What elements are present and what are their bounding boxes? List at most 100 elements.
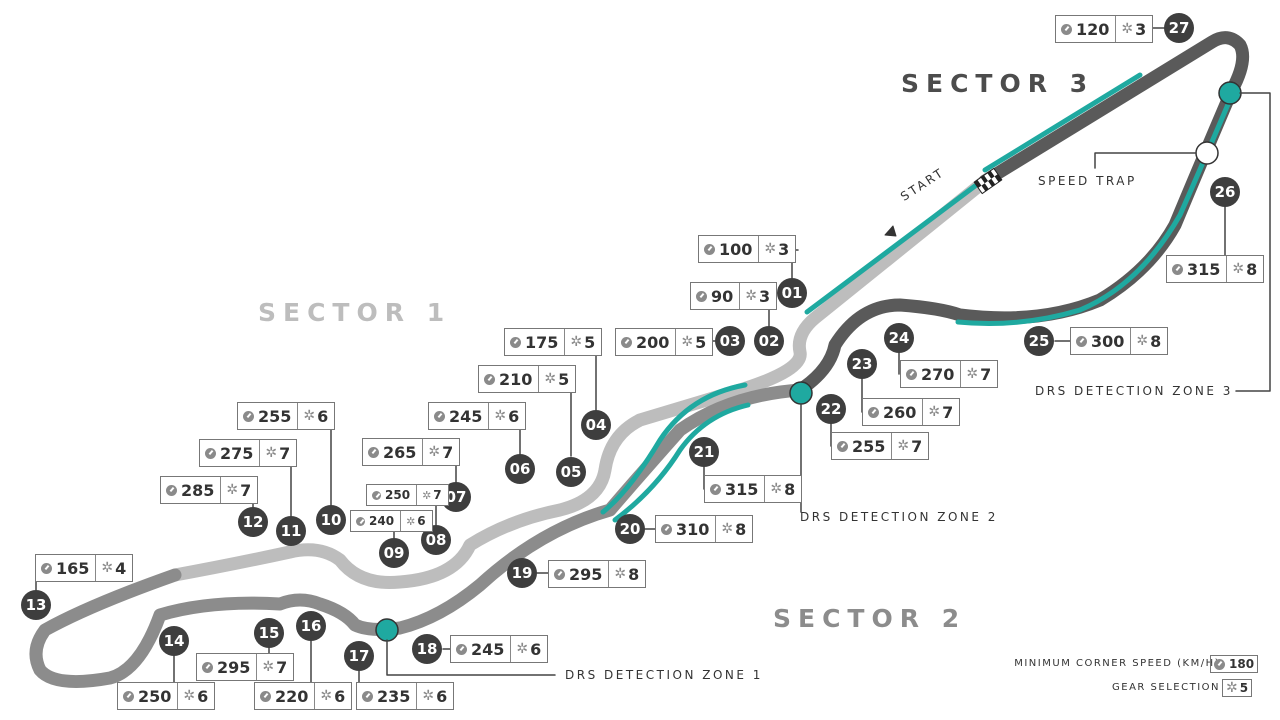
gear-icon: ✲: [320, 688, 333, 704]
turn-17-marker: 17: [344, 641, 374, 671]
gear-value: 7: [240, 480, 252, 500]
gear-value: 8: [1246, 259, 1258, 279]
legend-speed-label: MINIMUM CORNER SPEED (KM/H): [1014, 658, 1220, 669]
legend-speed-value: 180: [1229, 657, 1255, 671]
speedometer-icon: [260, 690, 271, 702]
sector-1-label: SECTOR 1: [258, 298, 452, 327]
speedometer-icon: [123, 690, 134, 702]
turn-26-marker: 26: [1210, 177, 1240, 207]
min-speed-value: 210: [499, 369, 533, 389]
legend-gear-label: GEAR SELECTION: [1112, 682, 1220, 693]
gear-value: 8: [628, 564, 640, 584]
corner-23-info: 260✲7: [862, 398, 961, 426]
gear-value: 5: [584, 332, 596, 352]
gear-icon: ✲: [303, 408, 316, 424]
turn-15-marker: 15: [254, 618, 284, 648]
gear-value: 6: [508, 406, 520, 426]
turn-09-marker: 09: [379, 538, 409, 568]
turn-22-marker: 22: [816, 394, 846, 424]
gear-icon: ✲: [966, 366, 979, 382]
turn-12-marker: 12: [238, 507, 268, 537]
turn-14-marker: 14: [159, 626, 189, 656]
gear-icon: ✲: [1232, 261, 1245, 277]
min-speed-value: 250: [385, 488, 411, 502]
gear-value: 6: [317, 406, 329, 426]
corner-08-info: 250✲7: [366, 484, 449, 506]
gear-icon: ✲: [745, 288, 757, 304]
min-speed-value: 235: [377, 686, 411, 706]
gear-value: 8: [735, 519, 747, 539]
corner-13-info: 165✲4: [35, 554, 134, 582]
min-speed-value: 165: [56, 558, 90, 578]
drs-zone-back: [955, 92, 1235, 326]
corner-17-info: 235✲6: [356, 682, 455, 710]
speedometer-icon: [837, 440, 848, 452]
corner-01-info: 100✲3: [698, 235, 797, 263]
corner-25-info: 300✲8: [1070, 327, 1169, 355]
speedometer-icon: [484, 373, 495, 385]
gear-value: 6: [436, 686, 448, 706]
corner-05-info: 210✲5: [478, 365, 577, 393]
corner-09-info: 240✲6: [350, 510, 433, 532]
corner-07-info: 265✲7: [362, 438, 461, 466]
turn-11-marker: 11: [276, 516, 306, 546]
min-speed-value: 175: [525, 332, 559, 352]
gear-icon: ✲: [262, 659, 275, 675]
speedometer-icon: [1076, 335, 1087, 347]
drs-zone-mid: [612, 402, 751, 523]
speedometer-icon: [1061, 23, 1072, 35]
corner-24-info: 270✲7: [900, 360, 999, 388]
turn-23-marker: 23: [847, 349, 877, 379]
turn-04-marker: 04: [581, 410, 611, 440]
speedometer-icon: [368, 446, 379, 458]
speedometer-icon: [510, 336, 521, 348]
corner-16-info: 220✲6: [254, 682, 353, 710]
gear-icon: ✲: [265, 445, 278, 461]
corner-15-info: 295 ✲7: [196, 653, 295, 681]
turn-18-marker: 18: [412, 634, 442, 664]
speedometer-icon: [1172, 263, 1183, 275]
min-speed-value: 295: [217, 657, 251, 677]
turn-10-marker: 10: [316, 505, 346, 535]
min-speed-value: 275: [220, 443, 254, 463]
min-speed-value: 100: [719, 239, 753, 259]
gear-icon: ✲: [681, 334, 694, 350]
min-speed-value: 245: [471, 639, 505, 659]
gear-icon: ✲: [897, 438, 910, 454]
min-speed-value: 220: [275, 686, 309, 706]
corner-19-info: 295✲8: [548, 560, 647, 588]
min-speed-value: 265: [383, 442, 417, 462]
track-sector-1: [168, 174, 992, 590]
drs-detection-point-1: [375, 618, 399, 642]
gear-value: 3: [759, 286, 771, 306]
turn-27-marker: 27: [1164, 13, 1194, 43]
corner-02-info: 90✲3: [690, 282, 778, 310]
gear-icon: ✲: [183, 688, 196, 704]
sector-3-label: SECTOR 3: [901, 69, 1095, 98]
turn-20-marker: 20: [615, 514, 645, 544]
min-speed-value: 260: [883, 402, 917, 422]
gear-icon: ✲: [494, 408, 507, 424]
speedometer-icon: [661, 523, 672, 535]
corner-22-info: 255✲7: [831, 432, 930, 460]
corner-03-info: 200✲5: [615, 328, 714, 356]
gear-value: 7: [276, 657, 288, 677]
gear-icon: ✲: [428, 444, 441, 460]
gear-icon: ✲: [1136, 333, 1149, 349]
turn-08-marker: 08: [421, 525, 451, 555]
gear-icon: ✲: [1121, 21, 1134, 37]
gear-value: 7: [942, 402, 954, 422]
min-speed-value: 300: [1091, 331, 1125, 351]
speedometer-icon: [868, 406, 879, 418]
gear-icon: ✲: [101, 560, 114, 576]
gear-icon: ✲: [614, 566, 627, 582]
drs-zone-1-label: DRS DETECTION ZONE 1: [565, 668, 763, 682]
corner-27-info: 120✲3: [1055, 15, 1154, 43]
speedometer-icon: [372, 490, 381, 500]
sector-2-label: SECTOR 2: [773, 604, 967, 633]
gear-value: 7: [911, 436, 923, 456]
min-speed-value: 270: [921, 364, 955, 384]
gear-icon: ✲: [516, 641, 529, 657]
speedometer-icon: [202, 661, 213, 673]
speedometer-icon: [356, 516, 365, 526]
